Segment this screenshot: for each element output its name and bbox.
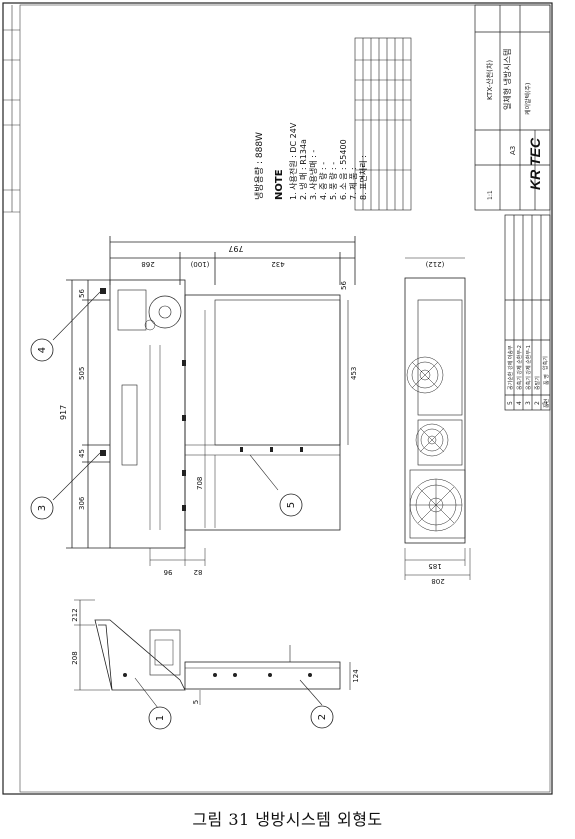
balloon-3-label: 3 xyxy=(37,505,48,511)
top-view-bolts xyxy=(100,288,303,511)
parts-header-name: 품 명 xyxy=(543,374,550,385)
part-4-no: 4 xyxy=(516,401,523,405)
top-view xyxy=(66,236,356,566)
dim-gap: (100) xyxy=(190,260,209,268)
note-item-2: 2. 냉 매 : R134a xyxy=(298,139,308,200)
dim-inner-depth: 708 xyxy=(196,477,204,490)
note-item-6: 6. 소 음 : 55400 xyxy=(339,139,348,200)
balloon-4 xyxy=(30,338,54,362)
dim-total-height: 917 xyxy=(59,405,68,420)
balloon-1 xyxy=(148,706,172,730)
part-1-name: 압축기 xyxy=(542,356,549,370)
dim-right-width: 432 xyxy=(271,260,284,268)
balloon-2 xyxy=(310,705,334,729)
part-3-name: 응축기 강제 순환부-1 xyxy=(525,345,532,390)
dim-front-small: 5 xyxy=(192,700,200,704)
dim-front-h2: 208 xyxy=(71,651,79,664)
part-1-no: 1 xyxy=(542,401,549,405)
dim-front-h3: 124 xyxy=(352,669,360,683)
scale-value: 1:1 xyxy=(487,190,494,200)
parts-header-no: 품번 xyxy=(543,398,550,408)
dim-side-w1: 185 xyxy=(428,562,441,570)
top-view-leaders xyxy=(52,291,279,501)
note-item-5: 5. 풍 량 : - xyxy=(328,162,338,200)
balloon-5-label: 5 xyxy=(286,502,297,508)
project-name: KTX-산천(차) xyxy=(485,60,494,100)
balloon-4-label: 4 xyxy=(37,347,48,353)
part-5-name: 공기순환 강제 이송부 xyxy=(507,345,514,390)
dim-h3: 45 xyxy=(78,449,86,458)
dim-inner-height: 453 xyxy=(350,367,358,380)
fan-3 xyxy=(409,478,463,532)
dim-bottom-b: 82 xyxy=(194,568,203,576)
company-logo: KR TEC xyxy=(527,137,543,190)
inner-border xyxy=(19,4,551,793)
title-block xyxy=(474,4,551,411)
balloon-3 xyxy=(30,496,54,520)
spec-table xyxy=(354,37,412,211)
part-3-no: 3 xyxy=(525,401,532,405)
fan-2 xyxy=(415,423,449,457)
sheet-size: A3 xyxy=(509,146,517,155)
front-view xyxy=(74,599,351,705)
dim-total-width: 797 xyxy=(228,244,243,253)
dim-right-tail: 56 xyxy=(340,281,348,290)
part-2-name: 증발기 xyxy=(534,376,541,390)
part-4-name: 응축기 강제 순환부-2 xyxy=(516,345,523,390)
balloon-2-label: 2 xyxy=(317,714,328,720)
dim-h1: 56 xyxy=(78,289,86,298)
balloon-5 xyxy=(279,493,303,517)
note-item-1: 1. 사용전원 : DC 24V xyxy=(288,122,298,200)
note-item-7: 7. 제 품 : xyxy=(349,167,358,200)
cooling-capacity: 냉방용량 : 888W xyxy=(253,132,265,200)
fan-1 xyxy=(406,356,444,394)
figure-caption: 그림 31 냉방시스템 외형도 xyxy=(192,810,383,829)
dim-h4: 306 xyxy=(78,496,86,510)
note-heading: NOTE xyxy=(274,169,285,200)
drawing-border xyxy=(2,2,553,795)
side-view xyxy=(404,257,471,580)
part-2-no: 2 xyxy=(534,401,541,405)
note-item-4: 4. 중 량 : - xyxy=(318,162,328,200)
front-view-bolts xyxy=(123,673,312,677)
dim-side-top: (212) xyxy=(425,260,444,268)
balloon-1-label: 1 xyxy=(155,715,166,721)
note-item-8: 8. 표면처리 : xyxy=(358,155,368,200)
part-5-no: 5 xyxy=(507,401,514,405)
dim-front-h1: 212 xyxy=(71,608,79,621)
note-item-3: 3. 사용냉매 : - xyxy=(308,150,318,200)
drawing-title: 일체형 냉방시스템 xyxy=(502,49,512,110)
revision-strip xyxy=(3,5,20,213)
dim-h2: 505 xyxy=(78,367,86,380)
front-view-leaders xyxy=(134,677,323,709)
dim-left-width: 268 xyxy=(141,260,154,268)
dim-bottom-a: 96 xyxy=(163,568,172,576)
company-subtitle: 케이알텍(주) xyxy=(524,83,532,115)
dim-side-w2: 208 xyxy=(431,577,444,585)
